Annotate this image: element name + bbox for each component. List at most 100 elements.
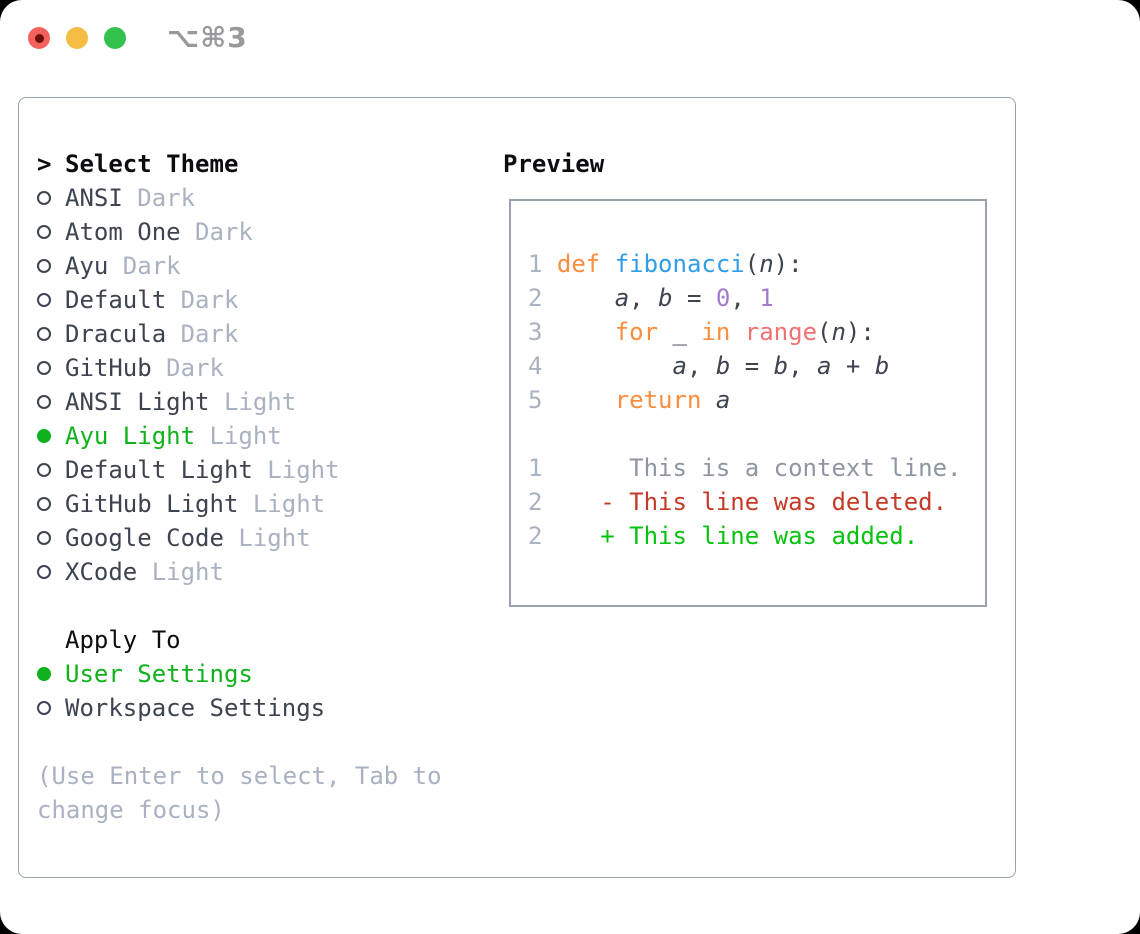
code-line: 4 a, b = b, a + b [528,349,985,383]
theme-option-google-code[interactable]: Google Code Light [37,521,503,555]
window-title: ⌥⌘3 [167,21,248,54]
code-line: 1 def fibonacci(n): [528,247,985,281]
marker-cell [37,497,65,511]
apply-to-header: Apply To [37,623,503,657]
traffic-lights [28,27,126,49]
code-segment: = [730,352,774,380]
radio-selected-icon [37,429,51,443]
code-segment: a [817,352,832,380]
minimize-button[interactable] [66,27,88,49]
code-segment [557,386,615,414]
theme-variant-label: Light [137,558,224,586]
theme-variant-label: Dark [108,252,181,280]
spacer [37,725,503,759]
theme-variant-label: Dark [180,218,253,246]
marker-cell [37,259,65,273]
theme-option-ansi-light[interactable]: ANSI Light Light [37,385,503,419]
marker-cell [37,191,65,205]
code-segment: 3 [528,318,557,346]
code-segment: for [614,318,673,346]
theme-option-label: GitHub [65,354,152,382]
code-segment: b [874,352,890,380]
theme-variant-label: Light [238,490,326,518]
code-segment: , [730,284,760,312]
theme-variant-label: Dark [166,320,239,348]
marker-cell [37,327,65,341]
code-segment: + [831,352,875,380]
theme-option-ayu[interactable]: Ayu Dark [37,249,503,283]
radio-icon [37,701,51,715]
preview-column: Preview 1 def fibonacci(n):2 a, b = 0, 1… [503,147,1015,877]
theme-option-github-light[interactable]: GitHub Light Light [37,487,503,521]
theme-variant-label: Dark [122,184,196,212]
code-segment: in [701,318,745,346]
theme-option-default-light[interactable]: Default Light Light [37,453,503,487]
theme-variant-label: Dark [166,286,239,314]
code-segment: n [831,318,846,346]
theme-option-dracula[interactable]: Dracula Dark [37,317,503,351]
radio-icon [37,191,51,205]
radio-icon [37,463,51,477]
code-segment: a [715,386,731,414]
code-segment: 2 [528,284,557,312]
code-segment: 2 [528,522,557,550]
code-line: 2 + This line was added. [528,519,985,553]
code-segment: b [658,284,673,312]
code-segment: + This line was added. [556,522,919,550]
selection-caret-icon: > [37,150,52,178]
code-segment: 1 [528,454,557,482]
theme-option-github[interactable]: GitHub Dark [37,351,503,385]
code-segment: n [759,250,774,278]
radio-icon [37,327,51,341]
theme-option-label: Ayu [65,252,109,280]
select-theme-title: Select Theme [65,150,239,178]
spacer [37,589,503,623]
code-segment: 1 [759,284,774,312]
code-segment: _ [672,318,687,346]
code-segment: 4 [528,352,557,380]
hint-line: (Use Enter to select, Tab to [37,762,442,790]
hint-text: (Use Enter to select, Tab to change focus… [37,759,503,827]
theme-option-label: XCode [65,558,138,586]
theme-variant-label: Light [252,456,340,484]
apply-option-workspace-settings[interactable]: Workspace Settings [37,691,503,725]
code-line: 2 - This line was deleted. [528,485,985,519]
radio-icon [37,225,51,239]
zoom-button[interactable] [104,27,126,49]
radio-icon [37,259,51,273]
select-theme-header: > Select Theme [37,147,503,181]
marker-cell [37,667,65,681]
marker-cell [37,395,65,409]
code-segment: range [744,318,818,346]
theme-variant-label: Dark [151,354,224,382]
code-segment: 0 [715,284,731,312]
theme-option-label: Default [65,286,167,314]
theme-option-label: Dracula [65,320,167,348]
apply-option-user-settings[interactable]: User Settings [37,657,503,691]
radio-icon [37,531,51,545]
code-segment: fibonacci [614,250,745,278]
radio-icon [37,361,51,375]
code-segment [557,284,615,312]
code-segment: , [788,352,818,380]
theme-option-xcode[interactable]: XCode Light [37,555,503,589]
code-segment: - This line was deleted. [556,488,948,516]
theme-option-ayu-light[interactable]: Ayu Light Light [37,419,503,453]
marker-cell [37,293,65,307]
code-segment: return [614,386,716,414]
apply-option-label: User Settings [65,660,253,688]
theme-option-ansi[interactable]: ANSI Dark [37,181,503,215]
code-segment: ( [744,250,760,278]
theme-option-default[interactable]: Default Dark [37,283,503,317]
theme-option-atom-one[interactable]: Atom One Dark [37,215,503,249]
apply-to-title: Apply To [65,626,181,654]
code-segment: , [686,352,716,380]
marker-cell [37,531,65,545]
code-line: 2 a, b = 0, 1 [528,281,985,315]
close-button[interactable] [28,27,50,49]
hint-line: change focus) [37,796,225,824]
theme-variant-label: Light [195,422,282,450]
